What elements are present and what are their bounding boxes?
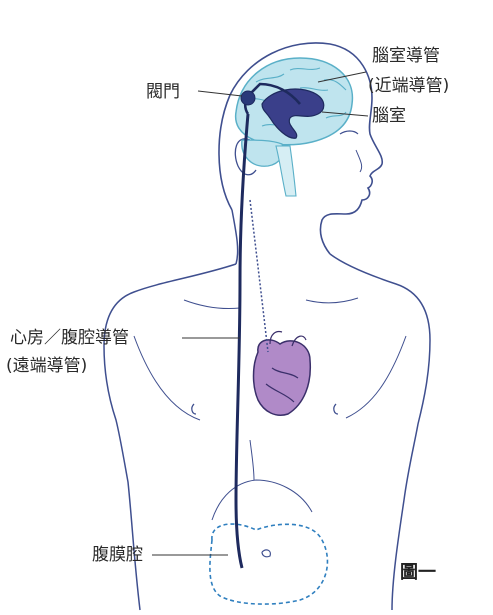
peritoneal-cavity-outline (210, 524, 328, 604)
atrial-peritoneal-catheter-label: 心房／腹腔導管 (10, 328, 129, 348)
peritoneal-cavity-label: 腹膜腔 (92, 545, 143, 565)
proximal-catheter-label: (近端導管) (368, 76, 449, 96)
valve-label: 閥門 (146, 82, 180, 102)
eye-mark (340, 131, 358, 134)
figure-label: 圖一 (400, 563, 436, 583)
neck-left (232, 210, 238, 264)
nose-line (356, 150, 362, 172)
leader-valve (198, 91, 242, 96)
brainstem (276, 146, 296, 196)
heart-shape (254, 340, 311, 415)
navel (262, 550, 270, 557)
distal-catheter (236, 114, 248, 568)
atrial-catheter-branch (250, 200, 268, 352)
torso-right (330, 254, 430, 610)
valve-device (241, 91, 255, 105)
ventricular-catheter-label: 腦室導管 (372, 46, 440, 66)
distal-catheter-label: (遠端導管) (6, 356, 87, 376)
ventricle-label: 腦室 (372, 106, 406, 126)
cerebellum (242, 140, 283, 166)
